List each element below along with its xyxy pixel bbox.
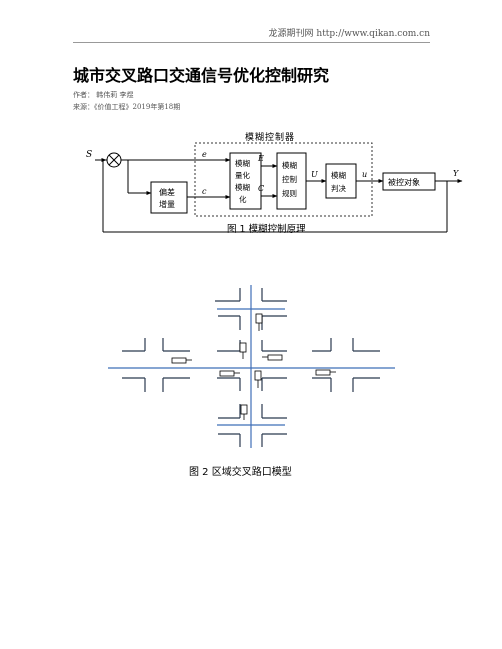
top-corner-bl [218,315,241,330]
article-source: 来源：《价值工程》2019年第18期 [73,103,181,111]
deviation-line-2: 增量 [159,199,175,209]
left-corner-br [162,377,190,392]
deviation-line-1: 偏差 [159,187,175,197]
article-title: 城市交叉路口交通信号优化控制研究 [73,66,330,85]
sensor-left [171,357,187,364]
decision-line-2: 判决 [331,183,346,193]
summing-junction [106,152,122,168]
bottom-corner-tl [218,404,241,419]
top-corner-tl [215,288,241,302]
signal-y-label: Y [453,169,459,178]
decision-line-1: 模糊 [331,170,346,180]
quantize-line-4: 化 [239,194,247,204]
sensor-center-down [254,370,262,381]
site-header: 龙源期刊网 http://www.qikan.com.cn [268,29,430,39]
sensor-right [315,369,331,376]
bottom-corner-tr [261,404,287,419]
sensor-center-left [267,354,283,361]
figure-1-caption: 图 1 模糊控制原理 [227,224,306,235]
right-corner-tr [352,338,380,352]
sensor-center-up [239,342,247,353]
fuzzy-controller-label: 模糊控制器 [245,131,295,143]
signal-s-label: S [86,150,92,160]
signal-u-label: u [362,170,367,179]
left-corner-bl [122,377,146,392]
top-corner-br [261,315,287,330]
signal-c-label: c [202,187,207,196]
sensor-bottom [240,404,248,415]
center-corner-tr [261,340,287,352]
fuzzy-decision-block [325,163,357,199]
left-corner-tr [162,338,190,352]
quantize-line-2: 量化 [235,170,250,180]
signal-C-label: C [258,184,264,193]
rules-line-2: 控制 [282,174,297,184]
fuzzy-rules-block [276,152,307,210]
center-corner-bl [217,377,241,391]
header-divider [73,42,430,43]
left-corner-tl [122,338,146,352]
rules-line-3: 规则 [282,188,297,198]
plant-label: 被控对象 [388,177,420,187]
signal-e-label: e [202,150,207,159]
right-corner-br [352,377,380,392]
bottom-corner-bl [218,433,241,447]
right-corner-tl [312,338,332,352]
rules-line-1: 模糊 [282,160,297,170]
sensor-left-2 [219,370,235,377]
top-corner-tr [261,288,287,302]
deviation-increment-block [150,181,188,214]
article-authors: 作者： 韩伟莉 李煜 [73,91,134,99]
fuzzy-quantize-block [229,152,262,210]
figure-2-caption: 图 2 区域交叉路口模型 [189,467,292,478]
bottom-corner-br [261,433,287,447]
center-corner-br [261,377,287,391]
fuzzy-controller-boundary [194,142,373,217]
signal-E-label: E [257,154,264,163]
right-corner-bl [312,377,332,392]
quantize-line-3: 模糊 [235,182,250,192]
sensor-top [255,313,263,324]
quantize-line-1: 模糊 [235,158,250,168]
signal-U-label: U [311,170,318,179]
center-corner-tl [217,340,241,352]
